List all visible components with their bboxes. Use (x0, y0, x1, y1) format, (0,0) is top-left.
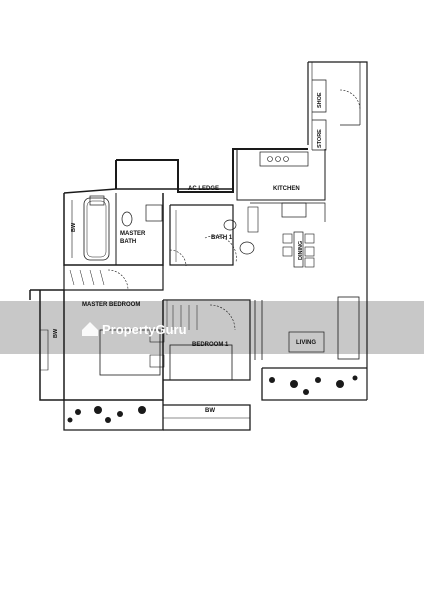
watermark-logo: PropertyGuru (82, 322, 187, 337)
label-living: LIVING (296, 340, 316, 346)
label-bath1: BATH 1 (211, 235, 233, 241)
label-master-bath-2: BATH (120, 239, 136, 245)
label-dining: DINING (298, 241, 304, 260)
label-master-bedroom: MASTER BEDROOM (82, 302, 140, 308)
label-kitchen: KITCHEN (273, 186, 300, 192)
label-store: STORE (317, 129, 323, 148)
label-ac-ledge: AC LEDGE (188, 186, 219, 192)
label-bw-bay: BW (53, 328, 59, 338)
svg-text:PropertyGuru: PropertyGuru (102, 322, 187, 337)
label-master-bath-1: MASTER (120, 231, 146, 237)
plants (67, 375, 358, 423)
label-shoe: SHOE (317, 92, 323, 108)
label-bedroom1: BEDROOM 1 (192, 342, 229, 348)
label-bw-left: BW (71, 222, 77, 232)
label-bw-bottom: BW (205, 408, 215, 414)
watermark-house-icon (82, 322, 98, 336)
watermark-suffix: Guru (155, 322, 186, 337)
watermark-prefix: Property (102, 322, 156, 337)
